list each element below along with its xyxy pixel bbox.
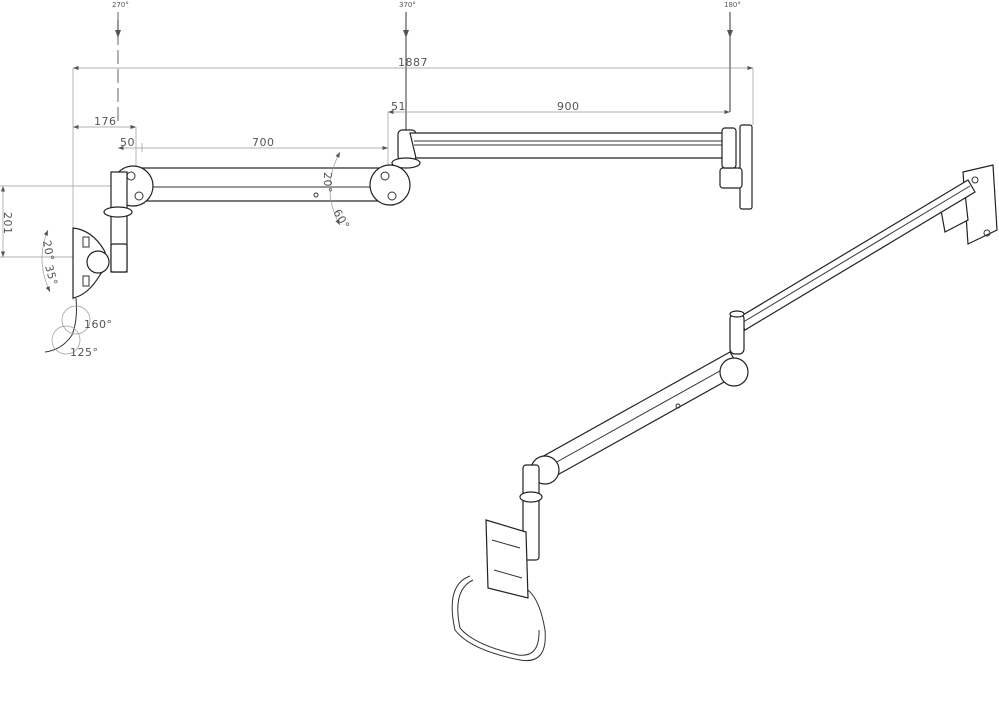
dimension-offset-joint: 51 xyxy=(391,100,406,113)
dimension-offset-lower: 50 xyxy=(120,136,135,149)
iso-joint-post xyxy=(729,313,745,355)
side-view-arm xyxy=(41,124,753,355)
iso-monitor-plate xyxy=(485,519,529,599)
lower-arm xyxy=(129,167,397,202)
post-knob xyxy=(103,206,133,218)
rotation-label-370: 370° xyxy=(399,1,416,9)
angle-tilt-up: 20° xyxy=(40,239,56,262)
angle-arm-up: 20° xyxy=(321,172,334,193)
dimension-upper-arm: 900 xyxy=(557,100,580,113)
dimension-lines xyxy=(0,65,754,300)
iso-upper-arm xyxy=(737,179,976,331)
rotation-label-270: 270° xyxy=(112,1,129,9)
iso-vertical-post xyxy=(522,464,540,561)
locking-knob xyxy=(391,157,421,169)
wall-bracket xyxy=(719,167,743,189)
angle-tilt-down: 35° xyxy=(42,263,60,287)
angle-handle-rotate-1: 160° xyxy=(84,318,113,331)
wall-plate xyxy=(739,124,753,210)
handle-cable xyxy=(44,297,77,353)
lower-arm-joint-right xyxy=(369,164,411,206)
isometric-view-arm xyxy=(451,164,998,662)
dimension-overall-length: 1887 xyxy=(398,56,428,69)
dimension-lower-arm: 700 xyxy=(252,136,275,149)
dimension-height: 201 xyxy=(1,212,14,235)
rotation-label-180: 180° xyxy=(724,1,741,9)
dimension-offset-left: 176 xyxy=(94,115,117,128)
iso-wall-plate xyxy=(962,164,998,245)
angle-handle-rotate-2: 125° xyxy=(70,346,99,359)
angle-arm-down: 60° xyxy=(330,207,352,232)
iso-handle xyxy=(451,575,546,662)
